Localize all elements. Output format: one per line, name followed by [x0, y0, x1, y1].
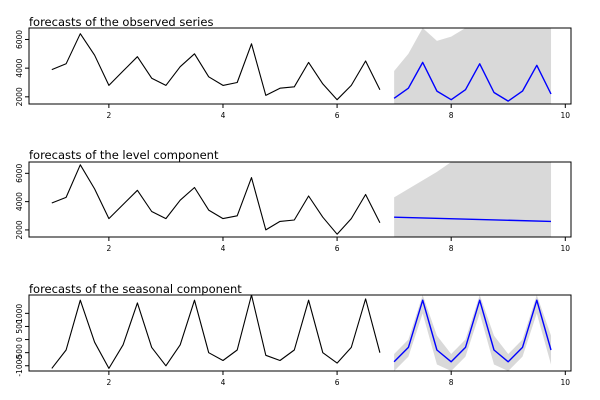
panel-title: forecasts of the observed series: [29, 15, 213, 29]
y-tick-label: -500: [15, 344, 24, 361]
plot-frame: [28, 161, 572, 238]
y-tick-label: 4000: [15, 58, 24, 77]
panel-title: forecasts of the seasonal component: [29, 282, 242, 296]
prediction-interval-band: [394, 162, 552, 237]
x-tick-label: 8: [449, 111, 454, 120]
panel-title: forecasts of the level component: [29, 148, 219, 162]
x-tick-label: 10: [561, 111, 571, 120]
y-tick-label: 2000: [15, 87, 24, 106]
observed-line: [51, 33, 381, 101]
observed-line: [51, 294, 381, 369]
panel-seasonal: forecasts of the seasonal component 2 4 6 8…: [15, 282, 572, 387]
prediction-interval-band: [394, 295, 552, 371]
x-tick-label: 6: [335, 378, 340, 387]
x-tick-label: 6: [335, 111, 340, 120]
x-tick-label: 10: [561, 244, 571, 253]
y-tick-label: 6000: [15, 30, 24, 49]
forecast-line: [393, 299, 552, 363]
y-tick-label: -1000: [15, 355, 24, 377]
plot-frame: [28, 27, 572, 105]
prediction-interval-band: [394, 28, 552, 104]
x-tick-label: 4: [221, 244, 226, 253]
forecast-line: [393, 61, 552, 102]
y-tick-label: 6000: [15, 164, 24, 183]
y-tick-label: 2000: [15, 220, 24, 239]
observed-line: [51, 164, 381, 235]
x-tick-label: 4: [221, 111, 226, 120]
x-tick-label: 10: [561, 378, 571, 387]
panel-observed: forecasts of the observed series 2 4 6 8 10 2…: [15, 15, 572, 120]
y-tick-label: 0: [15, 337, 24, 342]
x-tick-label: 8: [449, 244, 454, 253]
forecast-line: [394, 216, 552, 223]
x-tick-label: 4: [221, 378, 226, 387]
x-tick-label: 6: [335, 244, 340, 253]
y-tick-label: 500: [15, 319, 24, 334]
x-tick-label: 8: [449, 378, 454, 387]
y-tick-label: 1000: [15, 304, 24, 323]
plot-frame: [28, 294, 572, 372]
y-tick-label: 4000: [15, 192, 24, 211]
x-tick-label: 2: [106, 111, 111, 120]
panel-level: forecasts of the level component 2 4 6 8 10 2…: [15, 148, 572, 253]
x-tick-label: 2: [106, 244, 111, 253]
x-tick-label: 2: [106, 378, 111, 387]
